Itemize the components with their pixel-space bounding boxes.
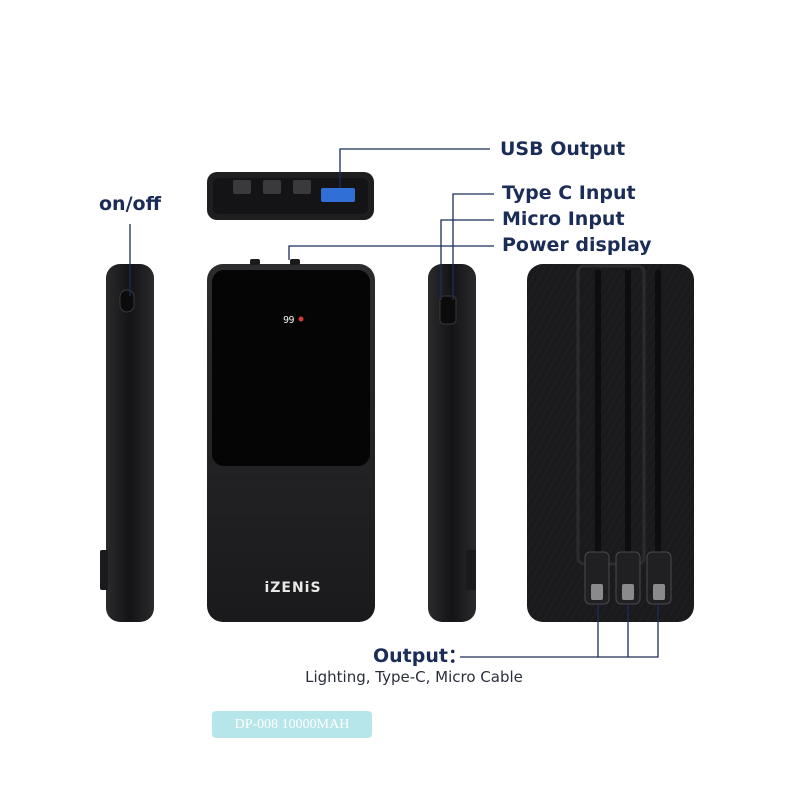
micro-input-label: Micro Input <box>502 208 625 230</box>
output-cables-label: Lighting, Type-C, Micro Cable <box>305 668 523 686</box>
type-c-port-icon <box>439 295 457 325</box>
usb-output-label: USB Output <box>500 138 626 160</box>
type-c-input-label: Type C Input <box>502 182 636 204</box>
top-view <box>207 172 374 220</box>
cable-connector-icon <box>584 551 610 605</box>
right-side-view <box>428 264 476 622</box>
model-badge: DP-008 10000MAH <box>212 711 372 738</box>
power-display-label: Power display <box>502 234 652 256</box>
leader-lines <box>129 148 659 658</box>
brand-logo: iZENiS <box>264 580 322 596</box>
usb-port-icon <box>321 188 355 202</box>
display-screen <box>212 270 370 466</box>
on-off-label: on/off <box>99 193 161 215</box>
power-button-icon <box>119 289 135 313</box>
left-side-view <box>100 264 154 622</box>
cable-connector-icon <box>646 551 672 605</box>
cable-connector-icon <box>615 551 641 605</box>
battery-readout: 99 <box>283 315 295 326</box>
front-view <box>207 259 375 622</box>
output-label: Output： <box>373 645 467 667</box>
back-view <box>527 264 694 622</box>
